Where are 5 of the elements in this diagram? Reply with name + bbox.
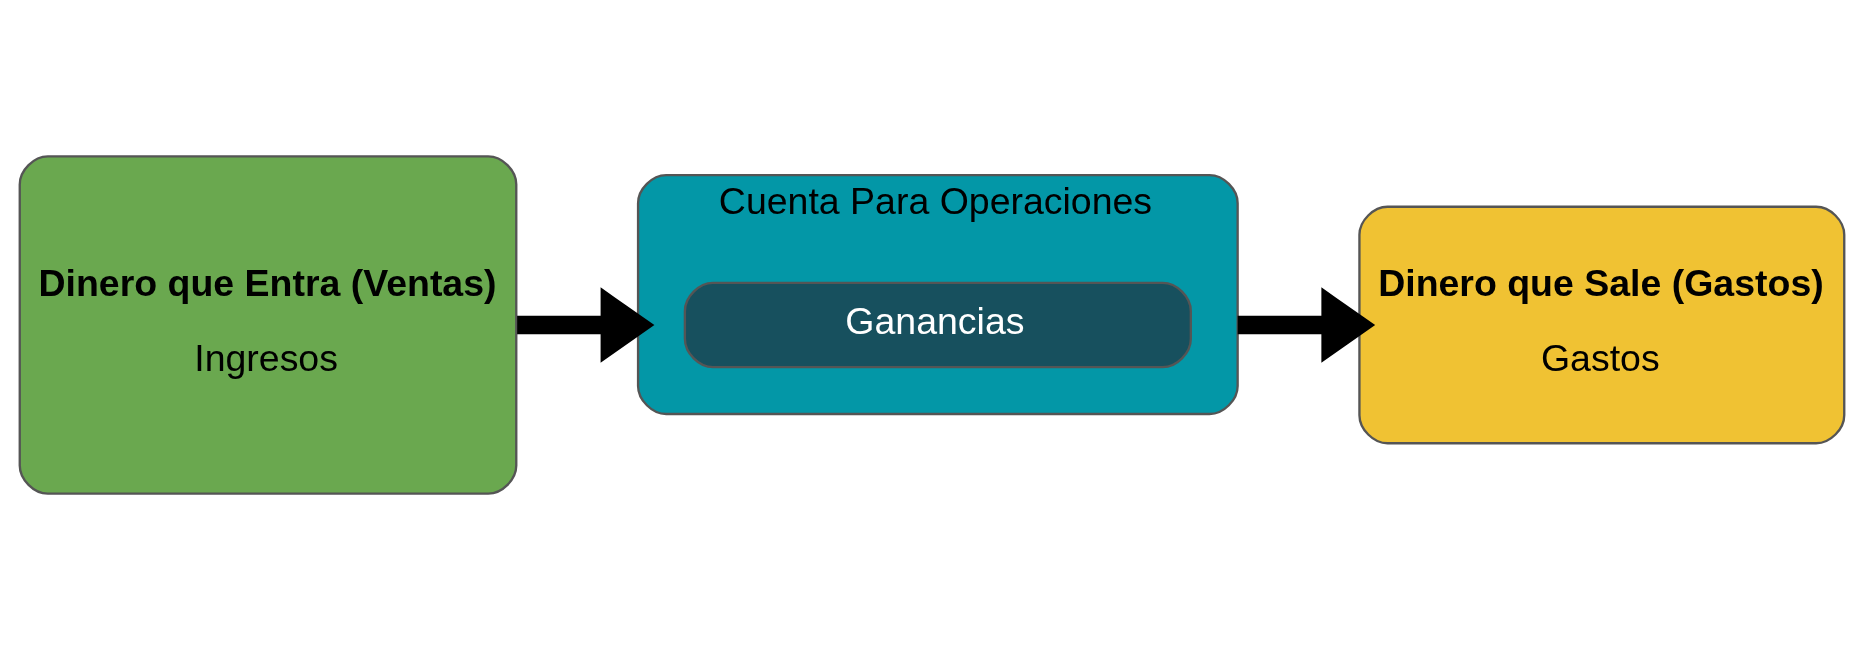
node-box: Ganancias — [683, 281, 1192, 369]
node-box: Dinero que Entra (Ventas) Ingresos — [18, 155, 518, 495]
arrow — [1237, 287, 1376, 363]
node-box: Dinero que Sale (Gastos) Gastos — [1358, 205, 1846, 445]
arrow — [517, 287, 655, 363]
